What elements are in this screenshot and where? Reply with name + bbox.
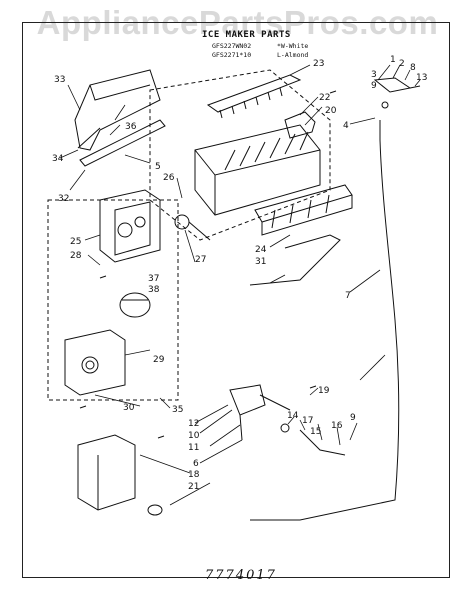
callout-4: 4 — [343, 121, 349, 131]
callout-26: 26 — [163, 173, 175, 183]
callout-20: 20 — [325, 106, 337, 116]
inlet-fitting-part — [373, 77, 421, 109]
shutoff-arm-part — [249, 234, 341, 286]
water-line-part — [299, 429, 346, 456]
callout-27: 27 — [195, 255, 206, 265]
diagram-title: ICE MAKER PARTS — [202, 30, 291, 40]
ejector-part — [206, 74, 302, 119]
ice-maker-mold-part — [194, 124, 321, 216]
callout-16: 16 — [331, 421, 343, 431]
callout-33: 33 — [54, 75, 65, 85]
callout-32: 32 — [58, 194, 69, 204]
callout-11: 11 — [188, 443, 199, 453]
mounting-bracket-part — [74, 69, 166, 167]
color-code-almond: L-Almond — [277, 51, 309, 59]
callout-14: 14 — [287, 411, 299, 421]
callout-19: 19 — [318, 386, 330, 396]
control-group-outline — [47, 199, 179, 401]
motor-part — [119, 292, 151, 318]
callout-36: 36 — [125, 122, 137, 132]
callout-22: 22 — [319, 93, 330, 103]
callout-35: 35 — [172, 405, 183, 415]
callout-15: 15 — [310, 427, 321, 437]
callout-10: 10 — [188, 431, 200, 441]
callout-6: 6 — [193, 459, 199, 469]
model-number-1: GFS227WN02 — [212, 42, 252, 50]
callout-2: 2 — [399, 59, 405, 69]
callout-21: 21 — [188, 482, 199, 492]
ice-maker-group-outline — [149, 69, 331, 241]
callout-7: 7 — [345, 291, 351, 301]
callout-24: 24 — [255, 245, 267, 255]
callout-38: 38 — [148, 285, 160, 295]
diagram-frame — [22, 22, 450, 578]
support-plate-part — [64, 329, 126, 396]
grommet-part — [147, 504, 163, 516]
callout-28: 28 — [70, 251, 82, 261]
control-box-part — [99, 189, 161, 263]
thermostat-part — [174, 214, 190, 230]
heater-part — [254, 184, 353, 236]
callout-5: 5 — [155, 162, 161, 172]
callout-1: 1 — [390, 55, 396, 65]
callout-23: 23 — [313, 59, 324, 69]
callout-18: 18 — [188, 470, 200, 480]
callout-12: 12 — [188, 419, 199, 429]
callout-9-top: 9 — [371, 81, 377, 91]
callout-3: 3 — [371, 70, 377, 80]
fill-tube-part — [250, 120, 400, 521]
callout-13: 13 — [416, 73, 427, 83]
callout-30: 30 — [123, 403, 135, 413]
handwritten-note: 7774017 — [205, 568, 277, 583]
callout-8: 8 — [410, 63, 416, 73]
callout-31: 31 — [255, 257, 266, 267]
callout-25: 25 — [70, 237, 81, 247]
callout-29: 29 — [153, 355, 165, 365]
callout-34: 34 — [52, 154, 64, 164]
callout-37: 37 — [148, 274, 159, 284]
valve-cover-part — [77, 434, 136, 511]
callout-17: 17 — [302, 416, 313, 426]
water-valve-part — [229, 384, 291, 441]
callout-9-bottom: 9 — [350, 413, 356, 423]
model-number-2: GFS2271*10 — [212, 51, 252, 59]
color-code-white: *W-White — [277, 42, 309, 50]
